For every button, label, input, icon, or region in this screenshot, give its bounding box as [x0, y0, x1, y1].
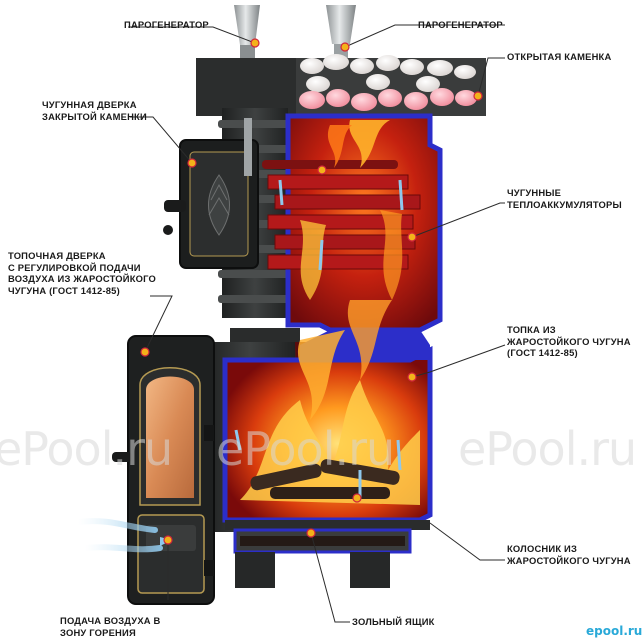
lower-firebox-body [205, 300, 433, 588]
closed-heater-door [163, 118, 259, 269]
firebox-door [112, 335, 215, 605]
label-firebox: ТОПКА ИЗ ЖАРОСТОЙКОГО ЧУГУНА (ГОСТ 1412-… [507, 324, 631, 358]
watermark-left: ePool.ru [0, 422, 173, 476]
label-closed-heater-door: ЧУГУННАЯ ДВЕРКА ЗАКРЫТОЙ КАМЕНКИ [42, 99, 147, 122]
brand-logo-text: epool.ru [586, 624, 642, 638]
watermark-right: ePool.ru [458, 422, 637, 476]
label-steam-generator-right: ПАРОГЕНЕРАТОР [418, 19, 503, 30]
leader-lines [128, 24, 506, 623]
label-grate: КОЛОСНИК ИЗ ЖАРОСТОЙКОГО ЧУГУНА [507, 543, 631, 566]
label-air-supply: ПОДАЧА ВОЗДУХА В ЗОНУ ГОРЕНИЯ [60, 615, 161, 638]
label-firebox-door: ТОПОЧНАЯ ДВЕРКА С РЕГУЛИРОВКОЙ ПОДАЧИ ВО… [8, 250, 156, 296]
air-flow-arrows [75, 179, 404, 553]
label-heat-accumulators: ЧУГУННЫЕ ТЕПЛОАККУМУЛЯТОРЫ [507, 187, 622, 210]
open-heater-stones [196, 54, 486, 116]
callout-markers [140, 38, 483, 545]
watermark-center: ePool.ru [216, 422, 395, 476]
label-steam-generator-left: ПАРОГЕНЕРАТОР [124, 19, 209, 30]
label-open-heater: ОТКРЫТАЯ КАМЕНКА [507, 51, 612, 62]
label-ash-box: ЗОЛЬНЫЙ ЯЩИК [352, 616, 435, 627]
upper-chamber-cutaway [262, 113, 443, 333]
